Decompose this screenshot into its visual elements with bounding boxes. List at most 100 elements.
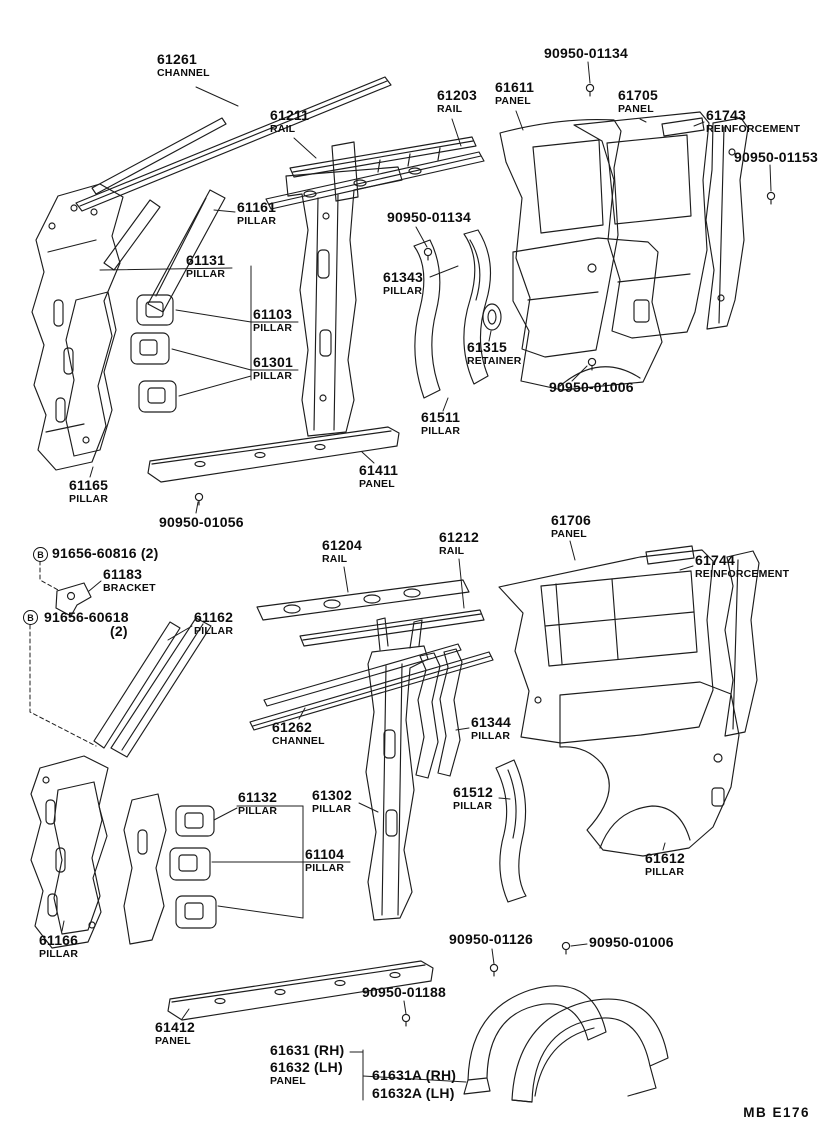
part-label-61632a-lh: 61632A (LH) xyxy=(372,1086,455,1100)
part-number: 61104 xyxy=(305,846,345,862)
bracket-61183-art xyxy=(55,582,92,617)
pillar-61162-art xyxy=(93,617,212,758)
part-number: 61743 xyxy=(706,107,746,123)
part-descriptor: REINFORCEMENT xyxy=(706,123,801,135)
part-descriptor: PILLAR xyxy=(421,425,461,437)
part-descriptor: PANEL xyxy=(359,478,395,490)
part-descriptor: PILLAR xyxy=(383,285,423,297)
part-number: 61705 xyxy=(618,87,658,103)
part-number: 91656-60618 xyxy=(44,609,129,625)
part-number: 61631 (RH) xyxy=(270,1042,345,1058)
part-number: 61412 xyxy=(155,1019,195,1035)
part-number: 61261 xyxy=(157,51,197,67)
part-descriptor: PILLAR xyxy=(253,322,293,334)
part-descriptor: REINFORCEMENT xyxy=(695,568,790,580)
part-label-90950-01134: 90950-01134 xyxy=(387,210,471,224)
part-descriptor: PILLAR xyxy=(238,805,278,817)
part-number: 61315 xyxy=(467,339,507,355)
part-descriptor: RAIL xyxy=(270,123,296,135)
quarter-panels-lower-art xyxy=(495,545,760,903)
part-descriptor: PILLAR xyxy=(645,866,685,878)
part-descriptor: PANEL xyxy=(618,103,654,115)
part-number: 61162 xyxy=(194,609,234,625)
part-descriptor: RAIL xyxy=(439,545,465,557)
part-descriptor: PANEL xyxy=(551,528,587,540)
part-descriptor: BRACKET xyxy=(103,582,156,594)
page-code: MB E176 xyxy=(743,1105,810,1120)
part-label-90950-01153: 90950-01153 xyxy=(734,150,818,164)
part-label-90950-01134: 90950-01134 xyxy=(544,46,628,60)
screw-fasteners-art xyxy=(194,83,776,1027)
part-number: 61302 xyxy=(312,787,352,803)
part-number: 61344 xyxy=(471,714,511,730)
part-descriptor: PILLAR xyxy=(186,268,226,280)
part-descriptor: RETAINER xyxy=(467,355,522,367)
part-number: (2) xyxy=(110,623,128,639)
leader-lines xyxy=(29,61,772,1101)
rocker-panel-lower-art xyxy=(167,960,434,1021)
part-number: 61166 xyxy=(39,932,79,948)
part-descriptor: PILLAR xyxy=(237,215,277,227)
part-number: 61511 xyxy=(421,409,461,425)
part-number: 61161 xyxy=(237,199,277,215)
part-label-61631-rh: 61631 (RH) xyxy=(270,1043,344,1057)
part-label-90950-01006: 90950-01006 xyxy=(549,380,634,394)
rocker-panel-upper-art xyxy=(147,426,400,483)
part-descriptor: PILLAR xyxy=(194,625,234,637)
part-number: 61744 xyxy=(695,552,735,568)
part-label-61632-lh: 61632 (LH)PANEL xyxy=(270,1060,343,1087)
part-number: 61262 xyxy=(272,719,312,735)
part-label-2: (2) xyxy=(110,624,128,638)
part-descriptor: PILLAR xyxy=(39,948,79,960)
part-descriptor: PILLAR xyxy=(312,803,352,815)
part-number: 61211 xyxy=(270,107,310,123)
part-number: 90950-01006 xyxy=(549,379,634,395)
part-number: 90950-01006 xyxy=(589,934,674,950)
front-pillar-upper-art xyxy=(31,183,226,471)
part-number: 61411 xyxy=(359,462,399,478)
wheel-housings-art xyxy=(463,985,669,1103)
quarter-panels-upper-art xyxy=(499,111,749,391)
part-label-91656-60816-2: 91656-60816 (2) xyxy=(52,546,159,560)
part-descriptor: RAIL xyxy=(322,553,348,565)
part-number: 91656-60816 (2) xyxy=(52,545,159,561)
part-label-90950-01006: 90950-01006 xyxy=(589,935,674,949)
part-label-61631a-rh: 61631A (RH) xyxy=(372,1068,456,1082)
channel-61261-art xyxy=(70,76,392,212)
part-descriptor: PILLAR xyxy=(305,862,345,874)
part-number: 90950-01153 xyxy=(734,149,818,165)
part-descriptor: PANEL xyxy=(495,95,531,107)
part-number: 90950-01188 xyxy=(362,984,446,1000)
part-descriptor: RAIL xyxy=(437,103,463,115)
bolt-symbol-marker: B xyxy=(23,610,38,625)
quarter-pillars-upper-art xyxy=(413,229,502,399)
part-descriptor: PILLAR xyxy=(253,370,293,382)
part-number: 61632A (LH) xyxy=(372,1085,455,1101)
part-number: 90950-01134 xyxy=(387,209,471,225)
part-descriptor: CHANNEL xyxy=(157,67,210,79)
part-number: 90950-01134 xyxy=(544,45,628,61)
part-number: 61131 xyxy=(186,252,226,268)
